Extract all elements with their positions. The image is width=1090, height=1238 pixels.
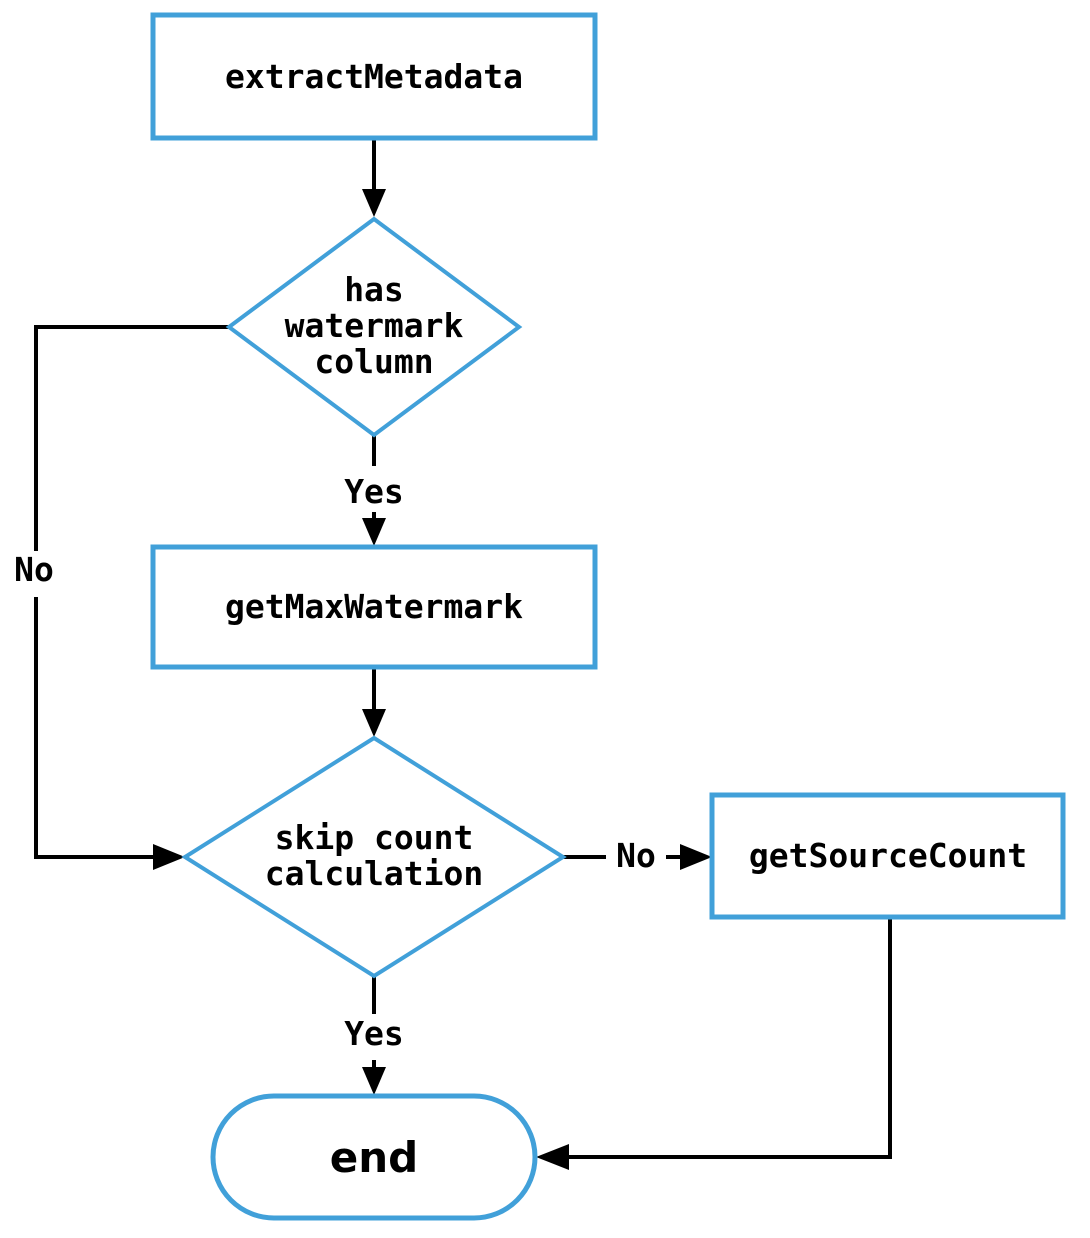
arrowheads [153, 189, 712, 1170]
node-extract-metadata: extractMetadata [150, 12, 598, 141]
edge-label-bg [6, 551, 64, 597]
edge-label-bg [344, 466, 404, 512]
edge-label-no-left: No [14, 550, 54, 589]
edge-label-bg [344, 1014, 404, 1060]
node-label: end [330, 1133, 418, 1182]
decision-skip-count-calculation: skip count calculation [181, 735, 567, 979]
arrowhead-icon [536, 1144, 569, 1170]
node-get-max-watermark: getMaxWatermark [150, 544, 598, 670]
node-label-line: skip count [275, 818, 474, 857]
node-label-line: column [314, 342, 433, 381]
arrowhead-icon [362, 1067, 386, 1095]
process-box [709, 792, 1066, 920]
edge-label-yes-1: Yes [344, 472, 404, 511]
edge-label-no-right: No [616, 836, 656, 875]
arrowhead-icon [362, 518, 386, 546]
process-box [150, 12, 598, 141]
node-label: extractMetadata [225, 57, 523, 96]
node-label: getSourceCount [749, 836, 1027, 875]
node-label-line: calculation [265, 854, 484, 893]
node-label: getMaxWatermark [225, 587, 523, 626]
arrowhead-icon [362, 709, 386, 737]
edge-label-bg [606, 836, 666, 878]
terminator-pill [210, 1093, 538, 1221]
edge-label-yes-2: Yes [344, 1014, 404, 1053]
node-label-line: watermark [285, 306, 464, 345]
arrowhead-icon [680, 844, 712, 870]
arrowhead-icon [362, 189, 386, 217]
edge-getsourcecount-to-end [568, 917, 892, 1159]
decision-has-watermark-column: has watermark column [225, 216, 523, 438]
process-box [150, 544, 598, 670]
edge-labels: Yes No No Yes [6, 466, 666, 1060]
arrowhead-icon [153, 844, 185, 870]
node-end-terminator: end [210, 1093, 538, 1221]
nodes: extractMetadata has watermark column get… [150, 12, 1066, 1221]
node-get-source-count: getSourceCount [709, 792, 1066, 920]
decision-diamond [225, 216, 523, 438]
decision-diamond [181, 735, 567, 979]
node-label-line: has [344, 270, 404, 309]
